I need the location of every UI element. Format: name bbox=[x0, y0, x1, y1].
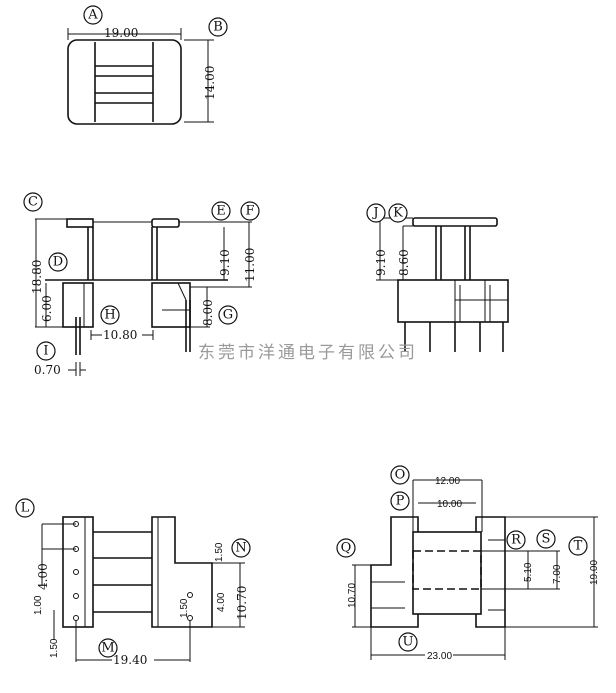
dim-br-left: 10.70 bbox=[347, 583, 358, 608]
dim-bl-n-total: 10.70 bbox=[235, 586, 249, 620]
dim-bl-n-pitch: 4.00 bbox=[216, 592, 227, 612]
label-t: T bbox=[574, 539, 583, 554]
label-h: H bbox=[104, 308, 115, 323]
dim-side-total: 9.10 bbox=[374, 249, 388, 276]
label-e: E bbox=[216, 204, 226, 219]
dim-front-total: 18.80 bbox=[30, 260, 44, 294]
dim-top-height: 14.00 bbox=[203, 66, 217, 100]
reference-letters: A B C D E F G H I J K L M N O P Q R S T … bbox=[15, 5, 588, 658]
label-r: R bbox=[511, 533, 522, 548]
label-o: O bbox=[395, 468, 406, 483]
top-view: 19.00 14.00 bbox=[67, 26, 217, 125]
label-p: P bbox=[396, 494, 405, 509]
dim-bl-edge: 1.50 bbox=[49, 638, 60, 658]
dim-bl-n-top: 1.50 bbox=[214, 542, 225, 562]
label-b: B bbox=[213, 20, 223, 35]
dim-side-core: 8.60 bbox=[397, 249, 411, 276]
label-k: K bbox=[393, 206, 403, 221]
dim-br-inner: 10.00 bbox=[437, 499, 462, 510]
dim-pin-diameter: 0.70 bbox=[34, 363, 61, 377]
dim-bl-n-mid: 1.50 bbox=[179, 598, 190, 618]
label-g: G bbox=[223, 308, 233, 323]
dim-br-outer: 12.00 bbox=[435, 476, 460, 487]
watermark: 东莞市洋通电子有限公司 bbox=[198, 343, 418, 363]
dim-front-flange: 11.00 bbox=[243, 248, 257, 282]
dim-front-base: 6.00 bbox=[40, 295, 54, 322]
label-f: F bbox=[245, 204, 254, 219]
dim-front-span: 10.80 bbox=[103, 328, 137, 342]
dim-br-width: 23.00 bbox=[427, 651, 452, 662]
dim-bl-span: 19.40 bbox=[113, 653, 147, 667]
label-c: C bbox=[28, 195, 38, 210]
label-j: J bbox=[371, 206, 378, 221]
bottom-left-view: 4.00 1.00 1.50 1.50 1.50 4.00 10.70 19.4… bbox=[33, 516, 249, 667]
dim-bl-pitch: 4.00 bbox=[36, 563, 50, 590]
front-view: 18.80 6.00 9.10 11.00 8.00 10.80 0.70 bbox=[30, 218, 257, 377]
dim-br-window: 7.00 bbox=[552, 564, 563, 584]
dim-br-height: 19.00 bbox=[589, 560, 600, 585]
dim-bl-gap: 1.00 bbox=[33, 595, 44, 615]
dim-front-pin-base: 8.00 bbox=[201, 299, 215, 326]
dim-top-width: 19.00 bbox=[104, 26, 138, 40]
dim-front-core: 9.10 bbox=[218, 249, 232, 276]
bottom-right-view: 12.00 10.00 10.70 5.10 7.00 19.00 23.00 bbox=[347, 476, 600, 662]
label-q: Q bbox=[341, 541, 352, 556]
side-view: 9.10 8.60 bbox=[374, 217, 509, 352]
label-l: L bbox=[21, 501, 30, 516]
label-d: D bbox=[53, 255, 63, 270]
label-a: A bbox=[87, 8, 98, 23]
label-u: U bbox=[403, 635, 414, 650]
label-n: N bbox=[235, 541, 246, 556]
label-m: M bbox=[101, 641, 114, 656]
dim-br-core: 5.10 bbox=[523, 562, 534, 582]
label-i: I bbox=[43, 344, 48, 359]
label-s: S bbox=[542, 532, 551, 547]
